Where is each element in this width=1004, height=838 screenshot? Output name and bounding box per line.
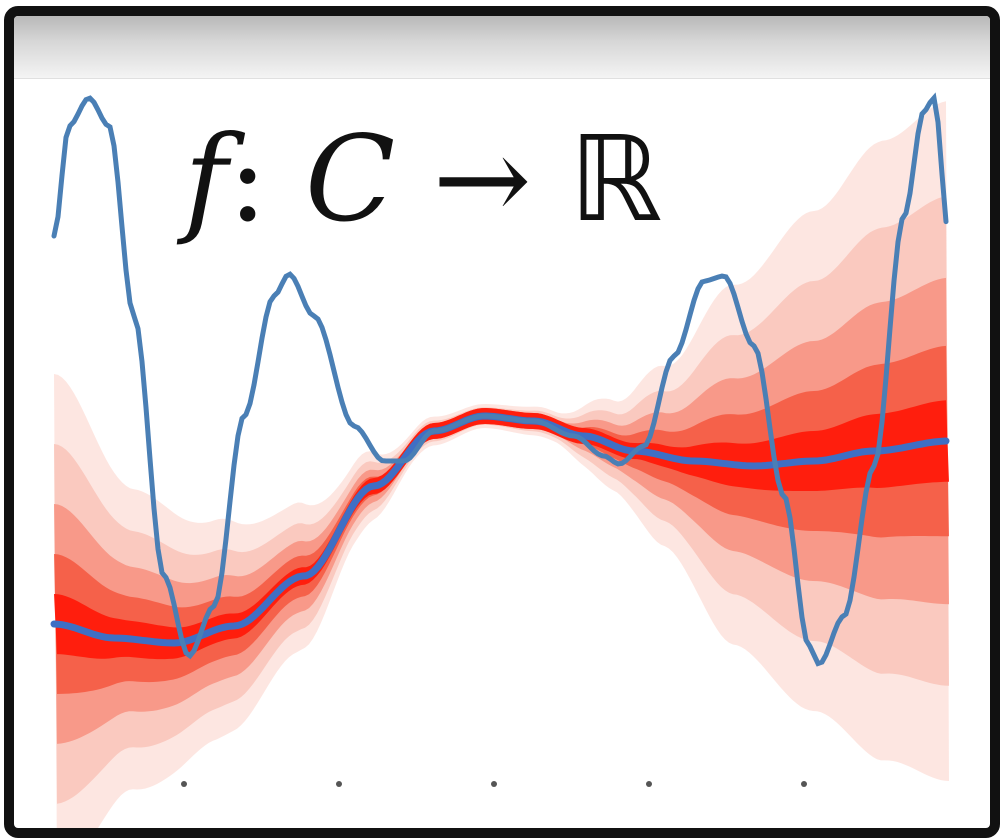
gp-regression-plot	[50, 92, 950, 828]
reals-symbol: ℝ	[569, 110, 663, 248]
function-signature: f: C → ℝ	[184, 104, 663, 254]
window-title-bar	[14, 16, 990, 79]
colon-symbol: :	[227, 110, 268, 248]
uncertainty-band-3	[54, 277, 949, 744]
window-frame: f: C → ℝ	[4, 6, 1000, 838]
x-tick-mark	[181, 781, 187, 787]
x-tick-mark	[646, 781, 652, 787]
uncertainty-band-4	[54, 345, 949, 694]
function-symbol: f	[184, 110, 228, 248]
arrow-symbol: →	[432, 110, 532, 248]
x-tick-mark	[801, 781, 807, 787]
x-tick-mark	[336, 781, 342, 787]
domain-symbol: C	[304, 110, 396, 248]
uncertainty-band-2	[54, 196, 949, 804]
true-function-line	[51, 92, 949, 667]
x-tick-mark	[491, 781, 497, 787]
x-axis-ticks	[181, 781, 807, 787]
